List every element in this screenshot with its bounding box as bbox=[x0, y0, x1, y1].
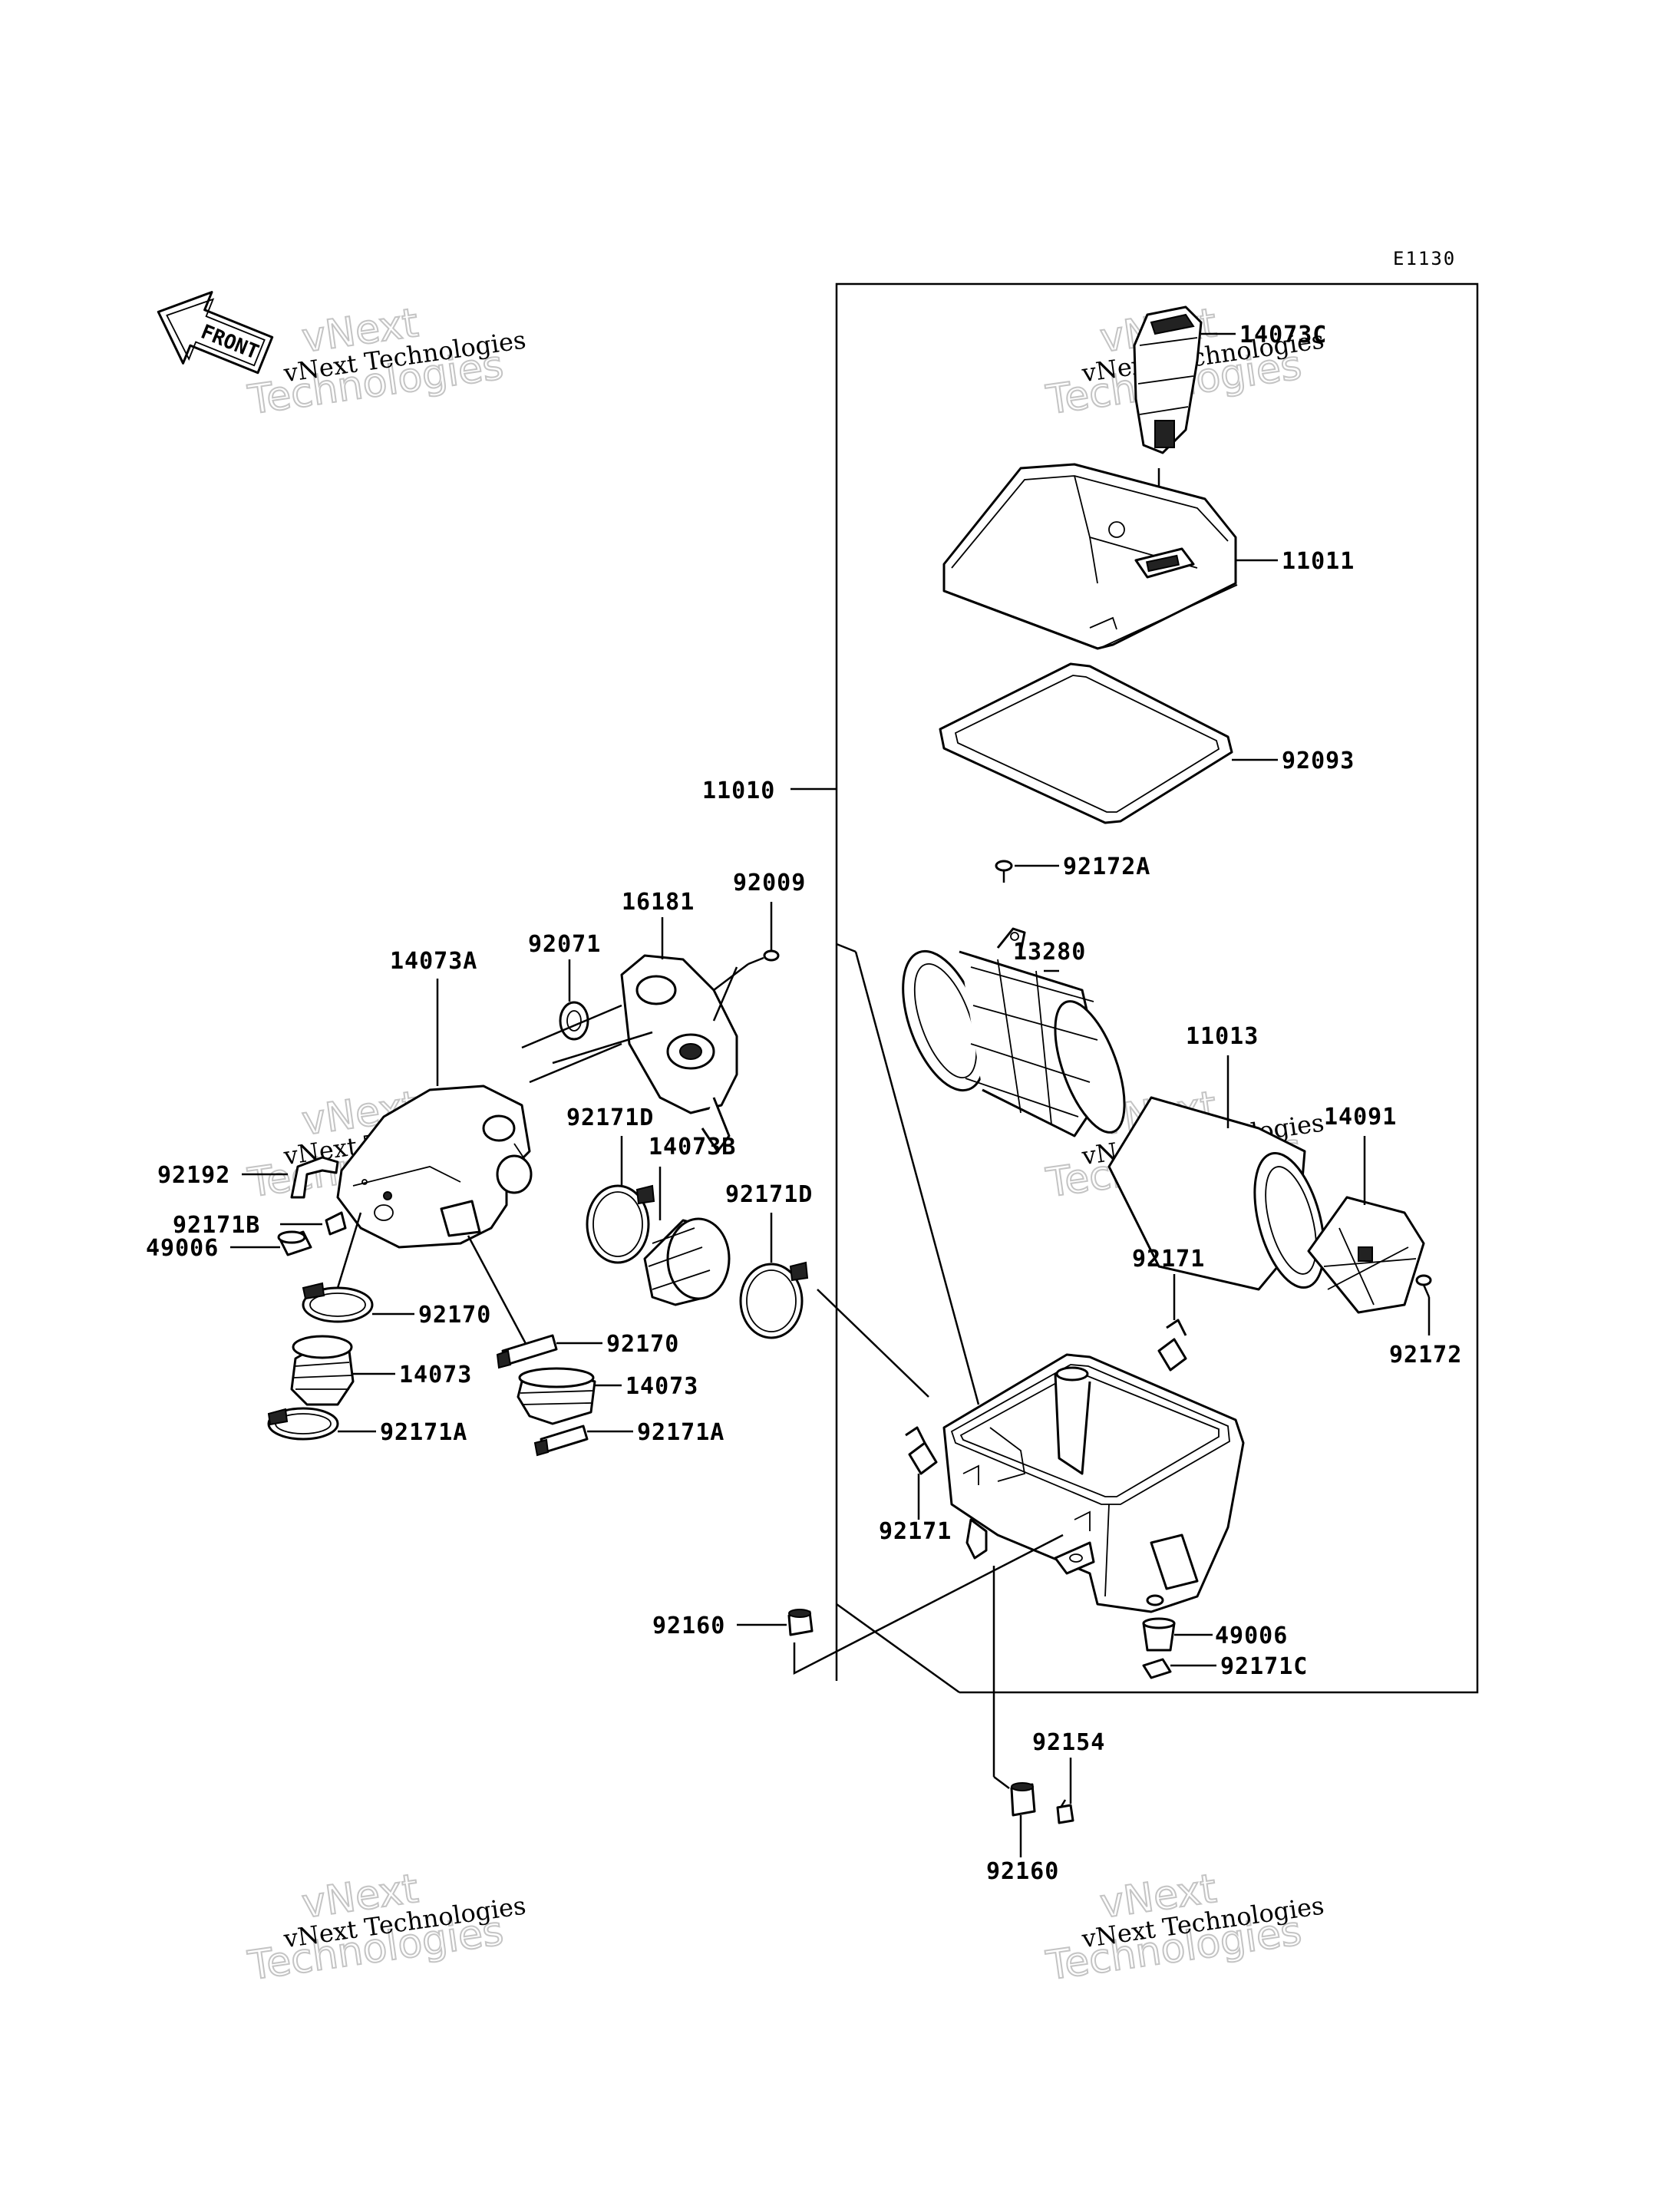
part-92009-screw bbox=[748, 949, 780, 966]
label-11013: 11013 bbox=[1186, 1023, 1259, 1050]
watermark-bottom-left: vNext Technologies vNext Technologies bbox=[244, 1865, 527, 1990]
label-92171d-a: 92171D bbox=[566, 1104, 654, 1131]
watermark-bottom-right: vNext Technologies vNext Technologies bbox=[1042, 1865, 1325, 1990]
leader-seal-to-duct bbox=[521, 1004, 622, 1049]
part-16181-duct bbox=[620, 954, 738, 1153]
part-14073a-housing bbox=[336, 1084, 533, 1249]
part-14073c-sensor bbox=[1133, 305, 1203, 454]
label-92009: 92009 bbox=[733, 870, 806, 896]
label-92071: 92071 bbox=[528, 931, 601, 958]
part-92171b-clip bbox=[325, 1211, 347, 1236]
part-92171d-clamp-b bbox=[739, 1261, 809, 1339]
part-13280-cage bbox=[902, 927, 1126, 1137]
part-92160-grommet-a bbox=[787, 1609, 814, 1636]
label-14073b: 14073B bbox=[649, 1134, 736, 1160]
part-92171-clip-top bbox=[1157, 1319, 1187, 1372]
label-14091: 14091 bbox=[1324, 1104, 1397, 1131]
part-14073-boot-b bbox=[517, 1367, 596, 1425]
leader-cage-corner bbox=[836, 943, 857, 953]
part-11013-filter bbox=[1107, 1096, 1325, 1291]
label-11011: 11011 bbox=[1282, 548, 1355, 575]
part-14073b-boot bbox=[643, 1217, 731, 1306]
label-92171b: 92171B bbox=[173, 1212, 260, 1239]
leader-92009-to-duct-b bbox=[712, 966, 738, 1022]
label-14073-b: 14073 bbox=[625, 1373, 698, 1400]
part-49006-left-cap bbox=[277, 1230, 312, 1256]
label-92171-top: 92171 bbox=[1132, 1246, 1205, 1273]
part-49006-right-cap bbox=[1142, 1617, 1176, 1652]
part-92071-seal bbox=[559, 1001, 589, 1041]
leader-92160-a-to-box bbox=[793, 1533, 1064, 1675]
part-airbox-case bbox=[942, 1353, 1245, 1613]
label-92093: 92093 bbox=[1282, 748, 1355, 774]
diagram-code: E1130 bbox=[1393, 248, 1456, 269]
part-92171a-clamp-b bbox=[533, 1425, 589, 1457]
label-92171c: 92171C bbox=[1220, 1653, 1308, 1680]
part-92171-clip-bottom bbox=[905, 1426, 938, 1475]
leader-housing-to-92170a bbox=[336, 1212, 362, 1289]
watermark-top-left: vNext Technologies vNext Technologies bbox=[244, 299, 527, 424]
leader-cage-to-case bbox=[854, 951, 980, 1405]
part-92170-clamp-b bbox=[496, 1334, 558, 1369]
leader-housing-to-duct bbox=[529, 1042, 622, 1084]
leader-housing-down bbox=[467, 1235, 531, 1352]
part-14073-boot-a bbox=[290, 1335, 355, 1406]
label-14073c: 14073C bbox=[1239, 322, 1327, 348]
label-92160-b: 92160 bbox=[986, 1858, 1059, 1885]
part-92172-screw bbox=[1415, 1274, 1432, 1298]
part-92171c-clip bbox=[1142, 1658, 1172, 1679]
label-92171a-a: 92171A bbox=[380, 1419, 467, 1446]
part-11011-lid bbox=[942, 463, 1238, 650]
part-14091-screen bbox=[1307, 1196, 1425, 1314]
label-92160-a: 92160 bbox=[652, 1613, 725, 1639]
label-49006-left: 49006 bbox=[146, 1235, 219, 1262]
label-14073-a: 14073 bbox=[399, 1362, 472, 1388]
label-13280: 13280 bbox=[1013, 939, 1086, 966]
label-14073a: 14073A bbox=[390, 948, 477, 975]
label-49006-right: 49006 bbox=[1215, 1623, 1288, 1649]
label-92154: 92154 bbox=[1032, 1729, 1105, 1756]
leader-box-corner bbox=[836, 1603, 960, 1694]
label-92172a: 92172A bbox=[1063, 853, 1150, 880]
label-92170-b: 92170 bbox=[606, 1331, 679, 1358]
part-92171a-clamp-a bbox=[267, 1407, 339, 1441]
leader-clamp-to-case bbox=[817, 1289, 929, 1398]
label-92171d-b: 92171D bbox=[725, 1181, 813, 1208]
label-92171-bottom: 92171 bbox=[879, 1518, 952, 1545]
label-11010: 11010 bbox=[702, 777, 775, 804]
front-arrow-icon: FRONT bbox=[157, 291, 274, 375]
label-92171a-b: 92171A bbox=[637, 1419, 724, 1446]
part-92170-clamp-a bbox=[302, 1282, 374, 1323]
part-92093-gasket bbox=[939, 662, 1233, 824]
leader-seal-to-duct-b bbox=[552, 1031, 653, 1065]
leader-92009-to-duct bbox=[713, 963, 749, 991]
part-92172a-screw bbox=[995, 860, 1013, 883]
part-92192-hose bbox=[290, 1156, 339, 1199]
label-16181: 16181 bbox=[622, 889, 695, 916]
label-92172: 92172 bbox=[1389, 1342, 1462, 1368]
part-92154-bolt bbox=[1056, 1799, 1074, 1824]
label-92170-a: 92170 bbox=[418, 1302, 491, 1329]
label-92192: 92192 bbox=[157, 1162, 230, 1189]
assembly-boundary bbox=[835, 282, 1479, 1694]
leader-case-bottom-end bbox=[993, 1776, 1010, 1789]
part-92160-grommet-b bbox=[1010, 1782, 1036, 1817]
part-92171d-clamp-a bbox=[586, 1184, 655, 1264]
